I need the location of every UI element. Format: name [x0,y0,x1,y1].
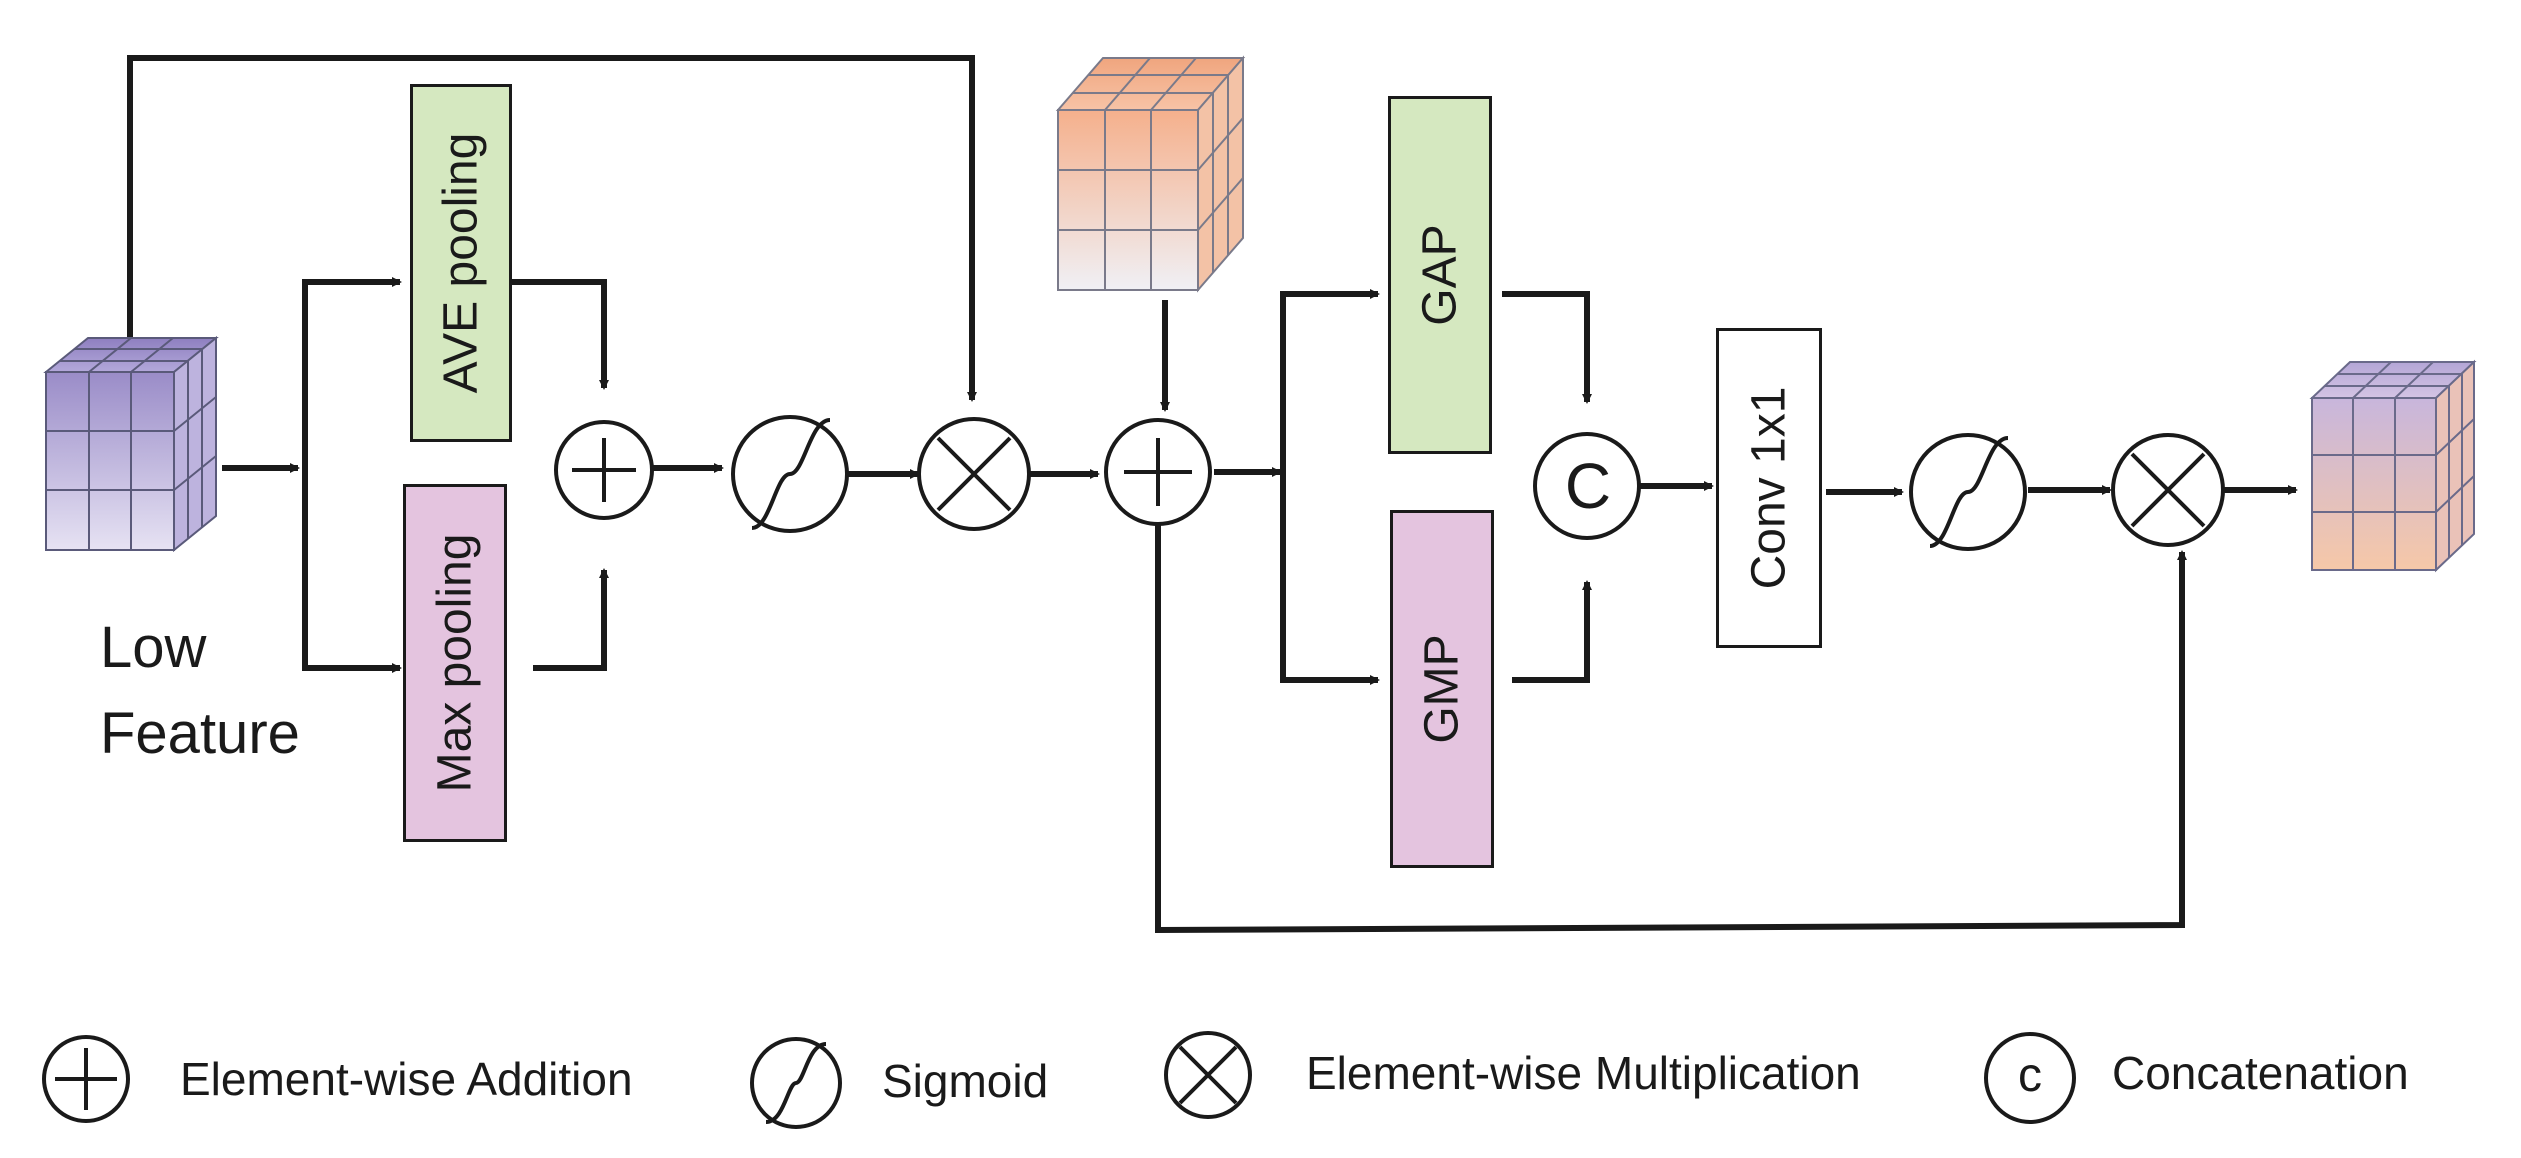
gap-label: GAP [1413,224,1467,326]
gap-to-concat [1502,291,1592,404]
multiply-symbol-1 [936,436,1012,512]
add-symbol-1 [572,438,636,502]
ave-pooling-label: AVE pooling [434,132,488,394]
split-to-max-pooling [302,468,402,673]
concat-operator [1533,432,1641,540]
multiply-symbol-2 [2130,452,2206,528]
gmp-block: GMP [1390,510,1494,868]
split-to-gap [1280,289,1380,680]
skip-connection-top [127,55,977,402]
legend-concat-symbol: c [2018,1049,2042,1102]
concat-symbol: C [1564,450,1612,522]
legend-concatenation-label: Concatenation [2112,1047,2409,1099]
gmp-label: GMP [1415,634,1469,744]
max-pooling-block: Max pooling [403,484,507,842]
split-to-ave-pooling [302,277,402,668]
max-pooling-label: Max pooling [428,533,482,793]
ave-pooling-block: AVE pooling [410,84,512,442]
high-feature-cube [1055,55,1246,293]
max-to-add [533,568,609,671]
input-label-feature: Feature [100,701,300,766]
split-to-gmp [1280,472,1380,685]
input-feature-cube [43,335,219,553]
input-label-low: Low [100,615,207,680]
legend-multiplication-label: Element-wise Multiplication [1306,1047,1861,1099]
legend-sigmoid-label: Sigmoid [882,1055,1049,1107]
sigmoid-curve-1 [751,418,831,530]
output-feature-cube [2309,359,2477,573]
add-symbol-2 [1124,438,1192,506]
conv-block: Conv 1x1 [1716,328,1822,648]
ave-to-add [512,279,609,390]
gmp-to-concat [1512,580,1592,683]
conv-label: Conv 1x1 [1742,386,1796,590]
skip-connection-bottom [1155,524,2187,934]
sigmoid-curve-2 [1929,436,2009,548]
gap-block: GAP [1388,96,1492,454]
legend-concat-icon [1984,1032,2076,1124]
legend-addition-label: Element-wise Addition [180,1053,633,1105]
